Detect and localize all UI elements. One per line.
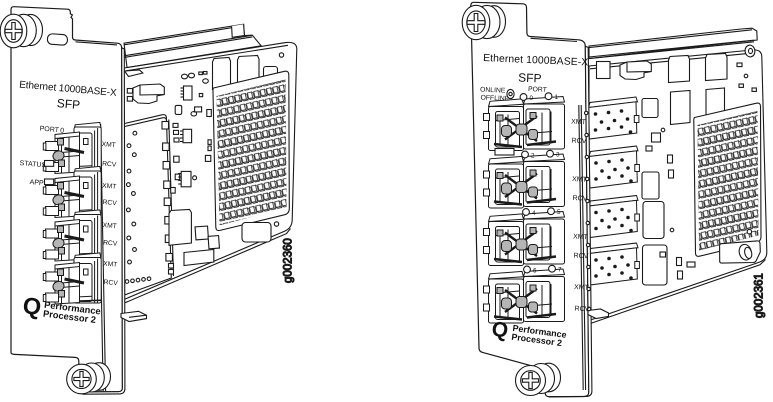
svg-text:Q: Q (21, 292, 42, 320)
svg-text:PORT: PORT (39, 126, 60, 135)
svg-text:ONLINE: ONLINE (480, 87, 506, 95)
svg-text:XMT: XMT (101, 141, 116, 149)
svg-text:RCV: RCV (103, 279, 118, 287)
svg-text:1: 1 (555, 94, 559, 101)
svg-text:RCV: RCV (571, 138, 586, 146)
svg-text:APP: APP (29, 179, 44, 187)
svg-text:OFFLINE: OFFLINE (480, 95, 509, 103)
svg-text:g002360: g002360 (283, 238, 295, 283)
svg-text:2: 2 (531, 153, 535, 160)
svg-text:6: 6 (533, 268, 537, 275)
svg-text:4: 4 (532, 210, 536, 217)
svg-text:STATUS: STATUS (19, 160, 46, 169)
svg-text:RCV: RCV (103, 240, 118, 248)
svg-text:SFP: SFP (518, 71, 542, 86)
svg-text:XMT: XMT (574, 284, 590, 292)
svg-text:XMT: XMT (571, 119, 587, 127)
svg-text:XMT: XMT (102, 183, 117, 191)
svg-text:0: 0 (530, 95, 534, 102)
svg-text:0: 0 (60, 128, 65, 135)
svg-text:3: 3 (556, 152, 560, 159)
svg-text:RCV: RCV (102, 161, 117, 169)
svg-text:XMT: XMT (573, 234, 589, 242)
svg-text:PORT: PORT (528, 86, 547, 94)
svg-text:XMT: XMT (572, 176, 588, 184)
svg-text:SFP: SFP (56, 96, 80, 112)
svg-text:g002361: g002361 (754, 273, 766, 318)
svg-text:RCV: RCV (573, 253, 588, 261)
svg-text:RCV: RCV (574, 306, 589, 314)
svg-text:Q: Q (490, 318, 509, 343)
svg-text:XMT: XMT (102, 222, 117, 230)
svg-text:5: 5 (557, 209, 561, 216)
svg-text:Ethernet 1000BASE-X: Ethernet 1000BASE-X (483, 53, 589, 69)
svg-text:7: 7 (558, 267, 562, 274)
svg-text:RCV: RCV (102, 199, 117, 207)
svg-text:XMT: XMT (103, 261, 118, 269)
svg-text:RCV: RCV (572, 195, 587, 203)
